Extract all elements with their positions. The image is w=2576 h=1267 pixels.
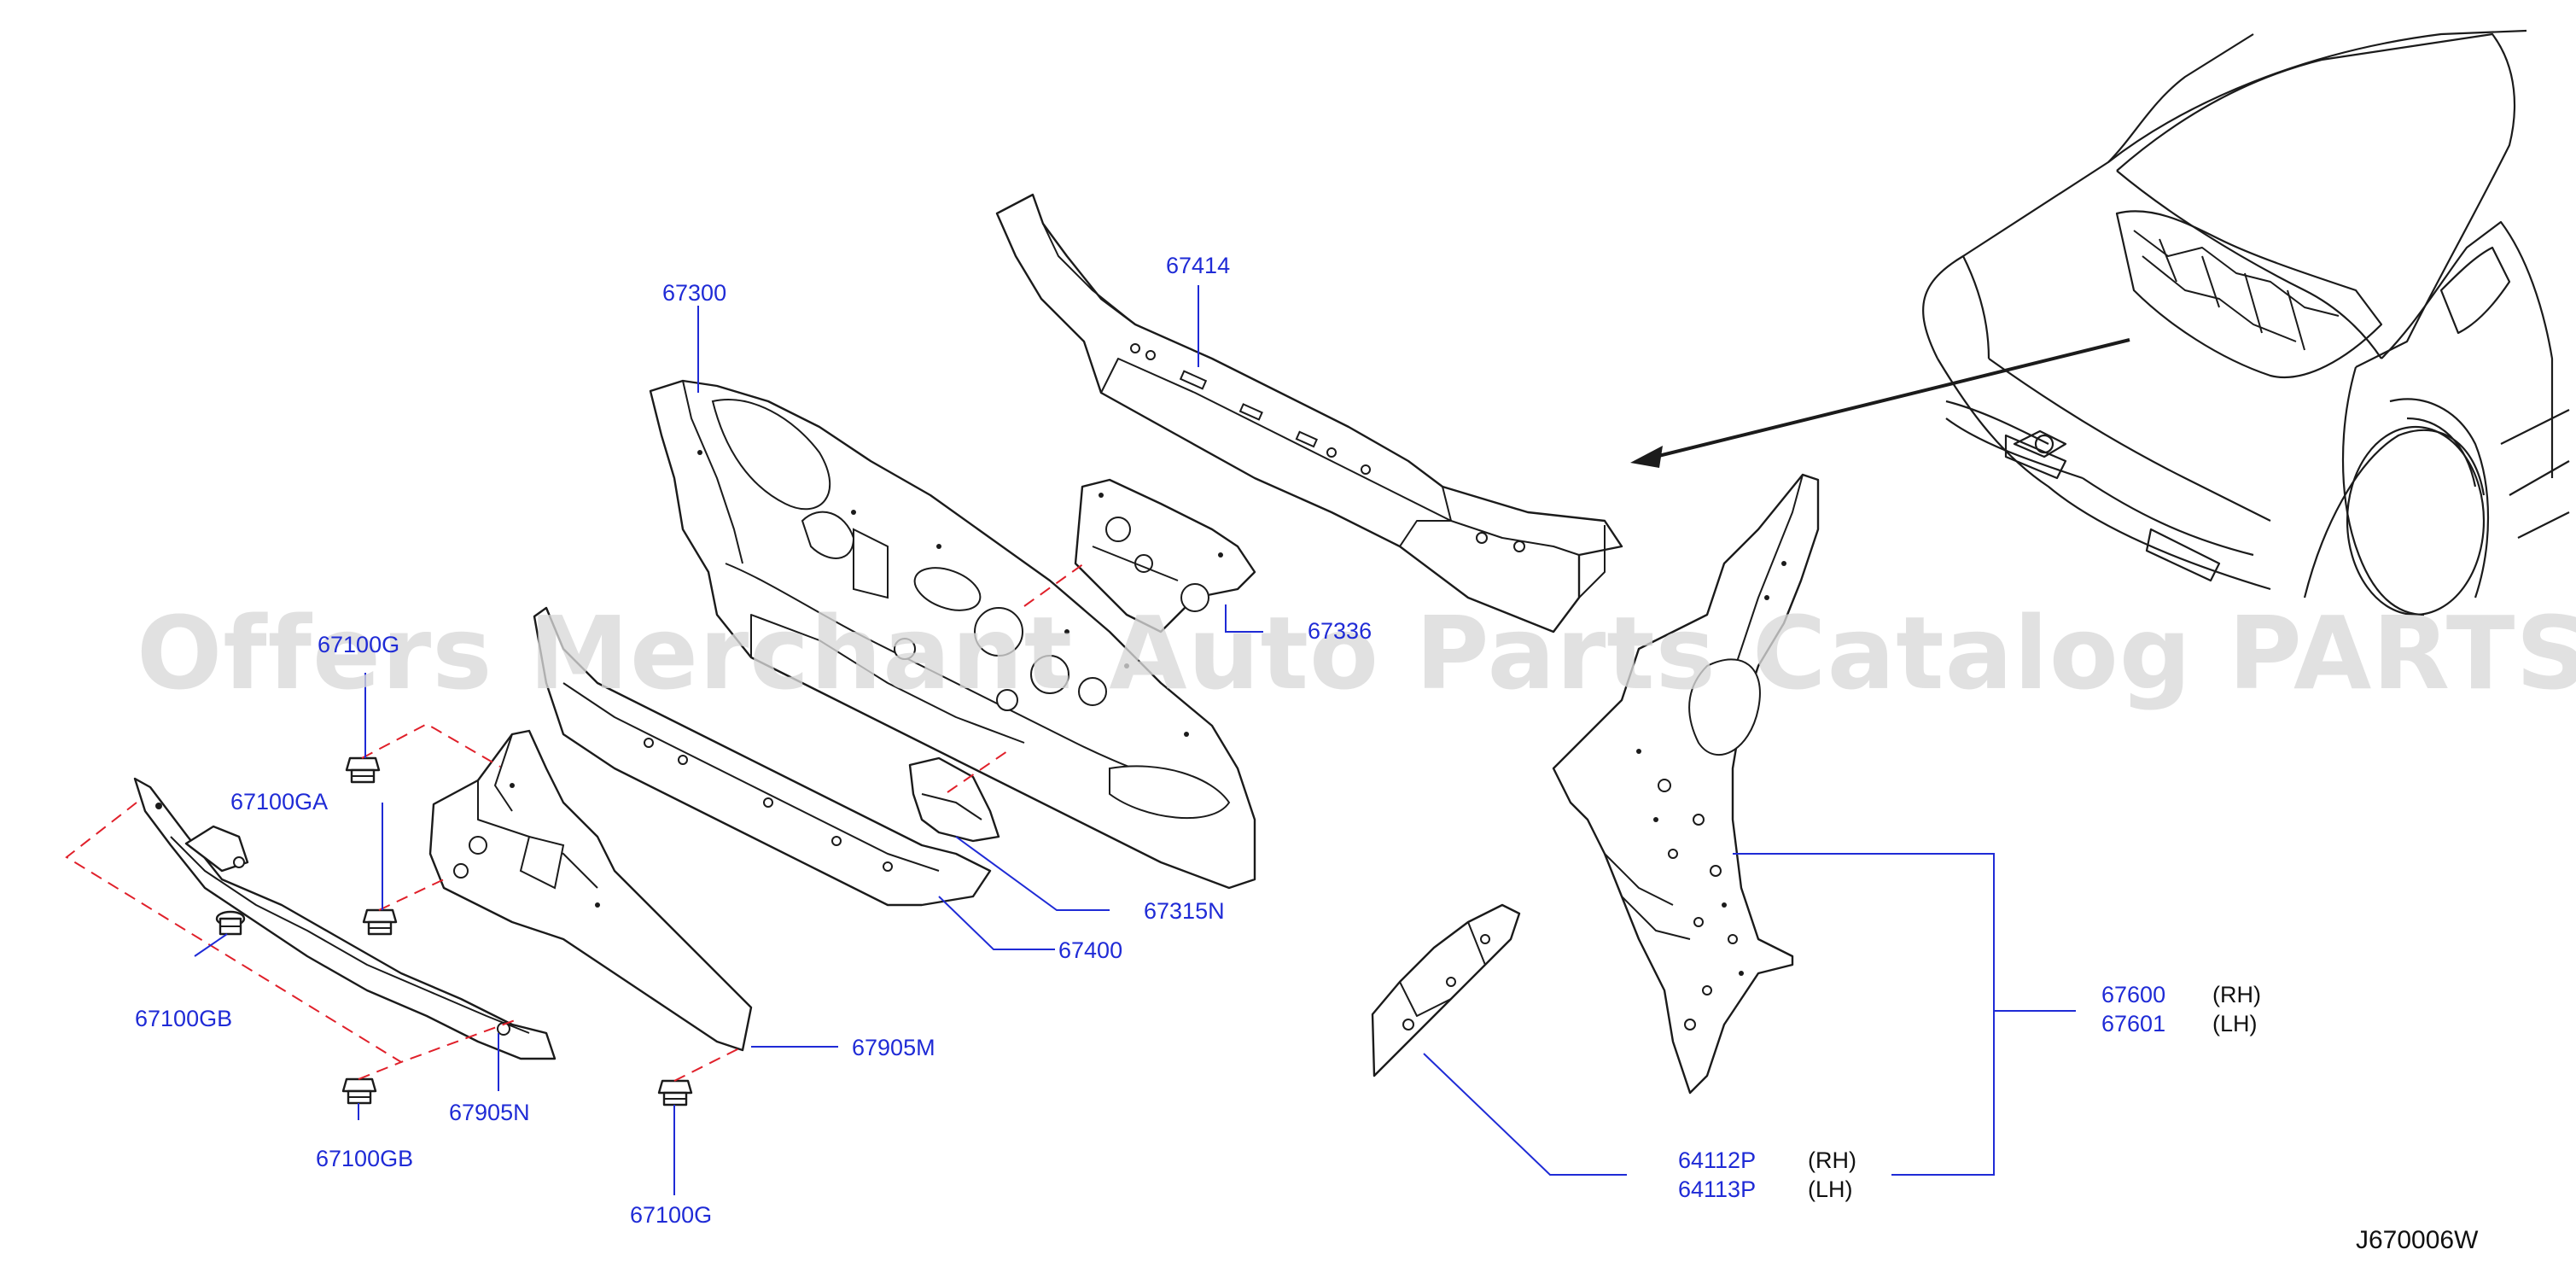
label-67414: 67414 — [1166, 253, 1230, 278]
label-67100GB-bottom: 67100GB — [316, 1146, 413, 1171]
assembly-guide-lines — [65, 563, 1085, 1082]
part-labels: 67300 67414 67336 67315N 67400 67905M 67… — [135, 253, 2261, 1228]
clip-67100GB-bottom — [341, 1077, 377, 1105]
part-67905M-bracket — [428, 729, 753, 1052]
watermark-text: Offers Merchant Auto Parts Catalog PARTS… — [137, 594, 2576, 712]
label-67601: 67601 — [2101, 1011, 2165, 1036]
label-67100GB-left: 67100GB — [135, 1006, 232, 1031]
label-64113P: 64113P — [1678, 1176, 1756, 1202]
label-67300: 67300 — [662, 280, 726, 306]
label-67100G-top: 67100G — [318, 632, 399, 657]
label-67100GA: 67100GA — [230, 789, 328, 814]
vehicle-overview-illustration — [1630, 29, 2570, 616]
label-67336: 67336 — [1308, 618, 1372, 644]
label-64112P: 64112P — [1678, 1147, 1756, 1173]
part-67905N-bar — [133, 777, 557, 1060]
part-67600-67601-pillar — [1552, 473, 1820, 1095]
label-67100G-bottom: 67100G — [630, 1202, 712, 1228]
part-64112P-64113P-extension — [1371, 903, 1521, 1077]
label-67601-side: (LH) — [2212, 1011, 2258, 1036]
label-67315N: 67315N — [1144, 898, 1225, 924]
label-67600-side: (RH) — [2212, 982, 2261, 1007]
label-67400: 67400 — [1058, 937, 1122, 963]
label-67905M: 67905M — [852, 1035, 935, 1060]
label-67905N: 67905N — [449, 1100, 530, 1125]
label-67600: 67600 — [2101, 982, 2165, 1007]
clip-67100GA — [362, 908, 398, 936]
clip-67100G-bottom — [657, 1079, 693, 1106]
part-67336-bracket — [1074, 478, 1256, 634]
part-67300-dash-panel — [649, 379, 1256, 890]
part-67414-cowl-top — [995, 193, 1623, 634]
clip-67100G-top — [345, 756, 381, 784]
label-64113P-side: (LH) — [1808, 1176, 1853, 1202]
label-64112P-side: (RH) — [1808, 1147, 1856, 1173]
diagram-code: J670006W — [2356, 1226, 2479, 1254]
leader-lines — [194, 285, 2076, 1195]
clip-67100GB-left — [215, 910, 246, 936]
part-67400-lower-panel — [533, 606, 992, 907]
part-67315N-insulator — [908, 756, 1000, 843]
